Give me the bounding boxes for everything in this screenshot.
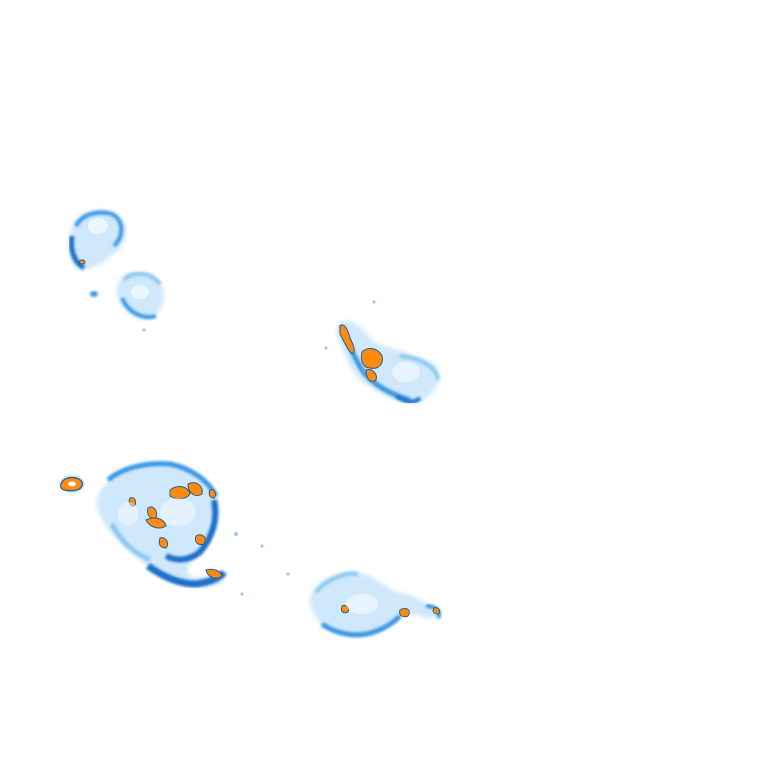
south-west-cell — [97, 461, 227, 588]
south-central-cell — [310, 571, 442, 638]
central-cell — [336, 320, 440, 404]
north-west-cell-small — [90, 271, 165, 319]
west-isolated-core — [60, 476, 84, 492]
speckles — [142, 300, 376, 596]
north-west-cell-large — [69, 209, 127, 271]
